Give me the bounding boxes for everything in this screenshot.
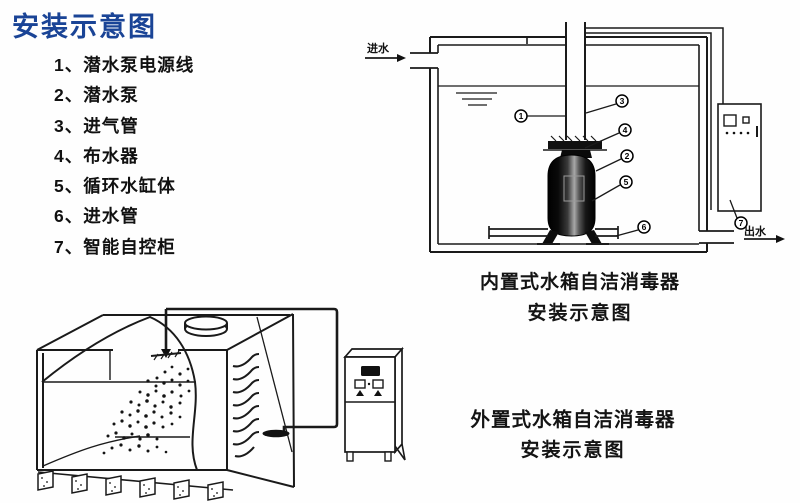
hose-plug-hatch — [150, 350, 182, 361]
distributor-flange — [548, 141, 602, 149]
internal-caption-line2: 安装示意图 — [527, 303, 633, 324]
svg-text:2: 2 — [625, 151, 630, 161]
outlet-pipe — [699, 230, 734, 244]
cabinet-display — [723, 114, 737, 127]
svg-text:4: 4 — [623, 125, 628, 135]
legend-item-3: 3、进气管 — [54, 115, 139, 136]
callout-4: 4 — [618, 123, 632, 137]
callout-7: 7 — [734, 216, 748, 230]
external-caption-line2: 安装示意图 — [520, 440, 626, 461]
parts-legend: 1、潜水泵电源线 2、潜水泵 3、进气管 4、布水器 5、循环水缸体 6、进水管… — [54, 50, 194, 262]
svg-text:6: 6 — [642, 222, 647, 232]
legend-item-2: 2、潜水泵 — [54, 85, 139, 106]
control-cabinet-internal — [717, 103, 762, 212]
bubble-plume — [102, 365, 191, 455]
flow-louvers — [232, 352, 260, 458]
tank-interior-lines — [42, 349, 196, 467]
legend-item-6: 6、进水管 — [54, 206, 139, 227]
air-pipe — [565, 22, 586, 140]
legend-item-1: 1、潜水泵电源线 — [54, 55, 195, 75]
callout-6: 6 — [637, 220, 651, 234]
svg-text:7: 7 — [739, 218, 744, 228]
external-diagram — [36, 307, 406, 501]
callout-3: 3 — [615, 94, 629, 108]
legend-item-7: 7、智能自控柜 — [54, 236, 176, 257]
svg-text:1: 1 — [519, 111, 524, 121]
circulation-hose — [164, 307, 339, 431]
callout-lines — [527, 103, 738, 237]
tank-3d-box — [36, 313, 295, 488]
inlet-arrow-icon — [397, 54, 406, 62]
external-caption-line1: 外置式水箱自洁消毒器 — [470, 409, 676, 431]
manhole-lid — [184, 315, 228, 337]
control-cabinet-external — [343, 346, 406, 462]
legend-item-5: 5、循环水缸体 — [54, 176, 176, 197]
disinfector-cylinder — [537, 135, 609, 245]
bottom-inlet-pipes — [488, 226, 619, 239]
cabinet-display — [361, 366, 380, 376]
return-nozzle — [262, 429, 290, 438]
svg-text:3: 3 — [620, 96, 625, 106]
callout-2: 2 — [620, 149, 634, 163]
callout-bubbles: 1 3 4 2 5 6 7 — [514, 94, 748, 234]
page-title: 安装示意图 — [12, 12, 157, 42]
cabinet-button — [354, 379, 366, 389]
svg-text:5: 5 — [624, 177, 629, 187]
outlet-label: 出水 — [744, 224, 767, 238]
inlet-label: 进水 — [367, 41, 390, 55]
cutaway-edge — [41, 315, 198, 471]
cabinet-button — [372, 379, 384, 389]
power-cable — [585, 27, 724, 210]
callout-5: 5 — [619, 175, 633, 189]
cylinder-body — [547, 154, 596, 237]
flow-arrows — [365, 54, 785, 243]
tank-walls — [429, 36, 708, 253]
support-piers — [37, 470, 234, 501]
legend-item-4: 4、布水器 — [54, 145, 139, 166]
cylinder-nameplate — [563, 175, 585, 202]
inlet-pipe — [410, 52, 438, 69]
water-level — [438, 85, 699, 106]
callout-1: 1 — [514, 109, 528, 123]
internal-caption-line1: 内置式水箱自洁消毒器 — [479, 272, 680, 293]
cabinet-button — [742, 116, 750, 124]
outlet-arrow-icon — [776, 235, 785, 243]
internal-diagram — [365, 22, 785, 253]
